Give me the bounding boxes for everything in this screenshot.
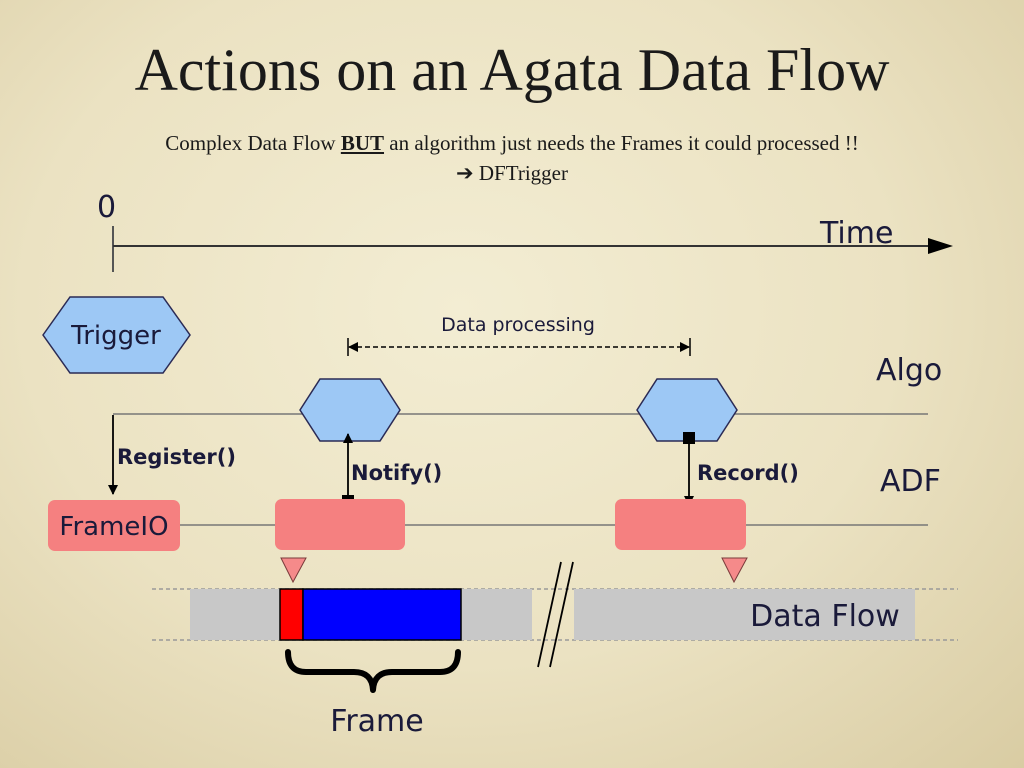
zero-label: 0 [97,190,116,225]
register-label: Register() [117,445,236,469]
data-flow-label: Data Flow [750,599,900,634]
subtitle-post: an algorithm just needs the Frames it co… [384,131,859,155]
notify-label: Notify() [351,461,442,485]
algo-hexagon-2 [636,378,738,442]
time-label: Time [819,216,893,251]
trigger-label: Trigger [70,321,161,351]
frameio-label: FrameIO [59,512,168,542]
frameio-box [48,500,180,551]
subtitle-emphasis: BUT [340,131,385,155]
break-mark-left [537,561,562,668]
trigger-hexagon [42,296,191,374]
slide-subtitle: Complex Data Flow BUT an algorithm just … [0,128,1024,188]
position-marker-1 [280,557,307,584]
frame-body-block [302,588,462,641]
algo-hexagon-1 [299,378,401,442]
subtitle-pre: Complex Data Flow [165,131,341,155]
position-marker-2 [721,557,748,584]
adf-label: ADF [880,464,941,499]
adf-box-2 [615,499,746,550]
frame-label: Frame [330,704,423,739]
subtitle-line2: DFTrigger [473,161,568,185]
record-label: Record() [697,461,799,485]
data-flow-segment-2 [574,589,915,640]
arrow-right-icon: ➔ [456,161,474,185]
data-processing-label: Data processing [441,314,595,336]
frame-brace [285,649,461,693]
time-axis-arrowhead [928,238,953,254]
adf-box-1 [275,499,405,550]
break-mark-right [549,561,574,668]
record-source-square [683,432,695,444]
slide-title: Actions on an Agata Data Flow [134,37,890,103]
frame-header-block [279,588,304,641]
algo-label: Algo [876,353,942,388]
